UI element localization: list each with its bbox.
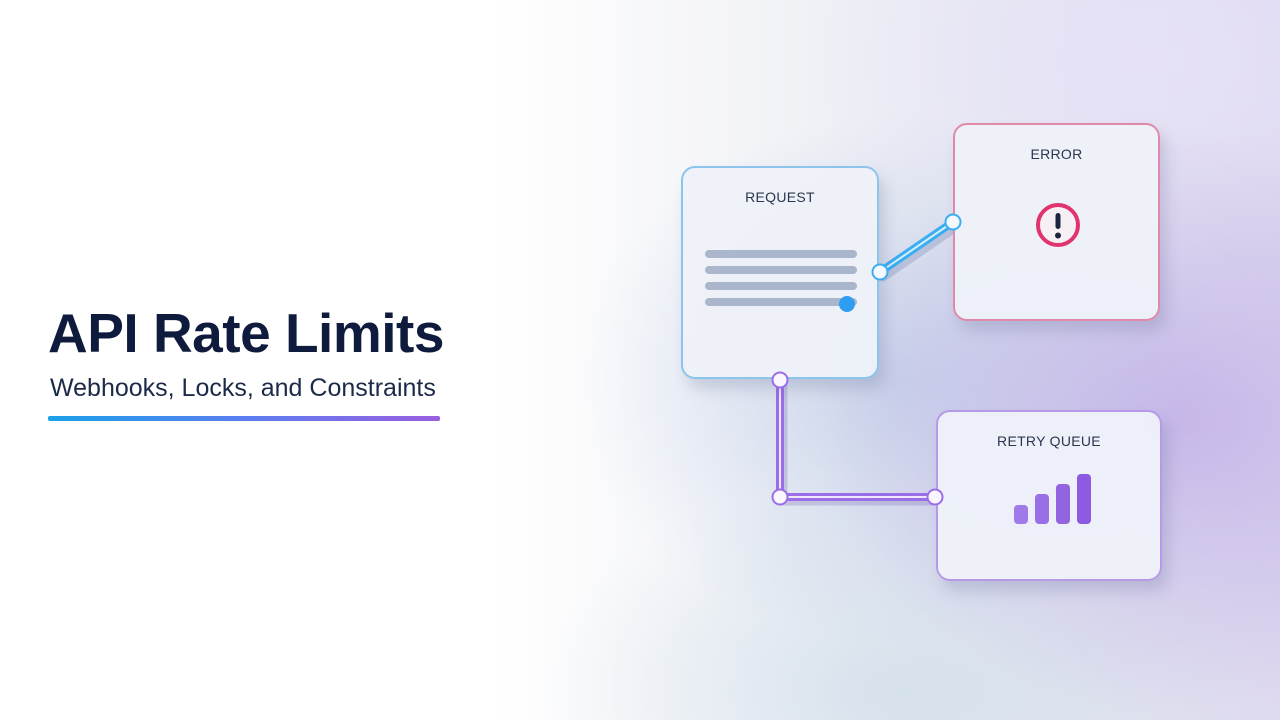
error-node: ERROR [953, 123, 1160, 321]
title-underline [48, 416, 440, 421]
request-node: REQUEST [681, 166, 879, 379]
port-request-bottom [771, 371, 789, 389]
error-label: ERROR [1030, 146, 1083, 162]
exclamation-circle-icon [1036, 203, 1080, 247]
title-block: API Rate Limits Webhooks, Locks, and Con… [48, 303, 444, 421]
slide-subtitle: Webhooks, Locks, and Constraints [50, 374, 436, 402]
retry-queue-node: RETRY QUEUE [936, 410, 1162, 581]
port-elbow [771, 488, 789, 506]
slide-title: API Rate Limits [48, 302, 444, 364]
request-label: REQUEST [745, 189, 815, 205]
port-error-left [944, 213, 962, 231]
port-request-right [871, 263, 889, 281]
port-retry-left [926, 488, 944, 506]
bar-chart-icon [1014, 474, 1091, 524]
retry-queue-label: RETRY QUEUE [997, 433, 1101, 449]
edge-request-error-shadow [878, 222, 961, 282]
document-lines-icon [705, 250, 857, 312]
edge-request-error-highlight [879, 221, 954, 273]
